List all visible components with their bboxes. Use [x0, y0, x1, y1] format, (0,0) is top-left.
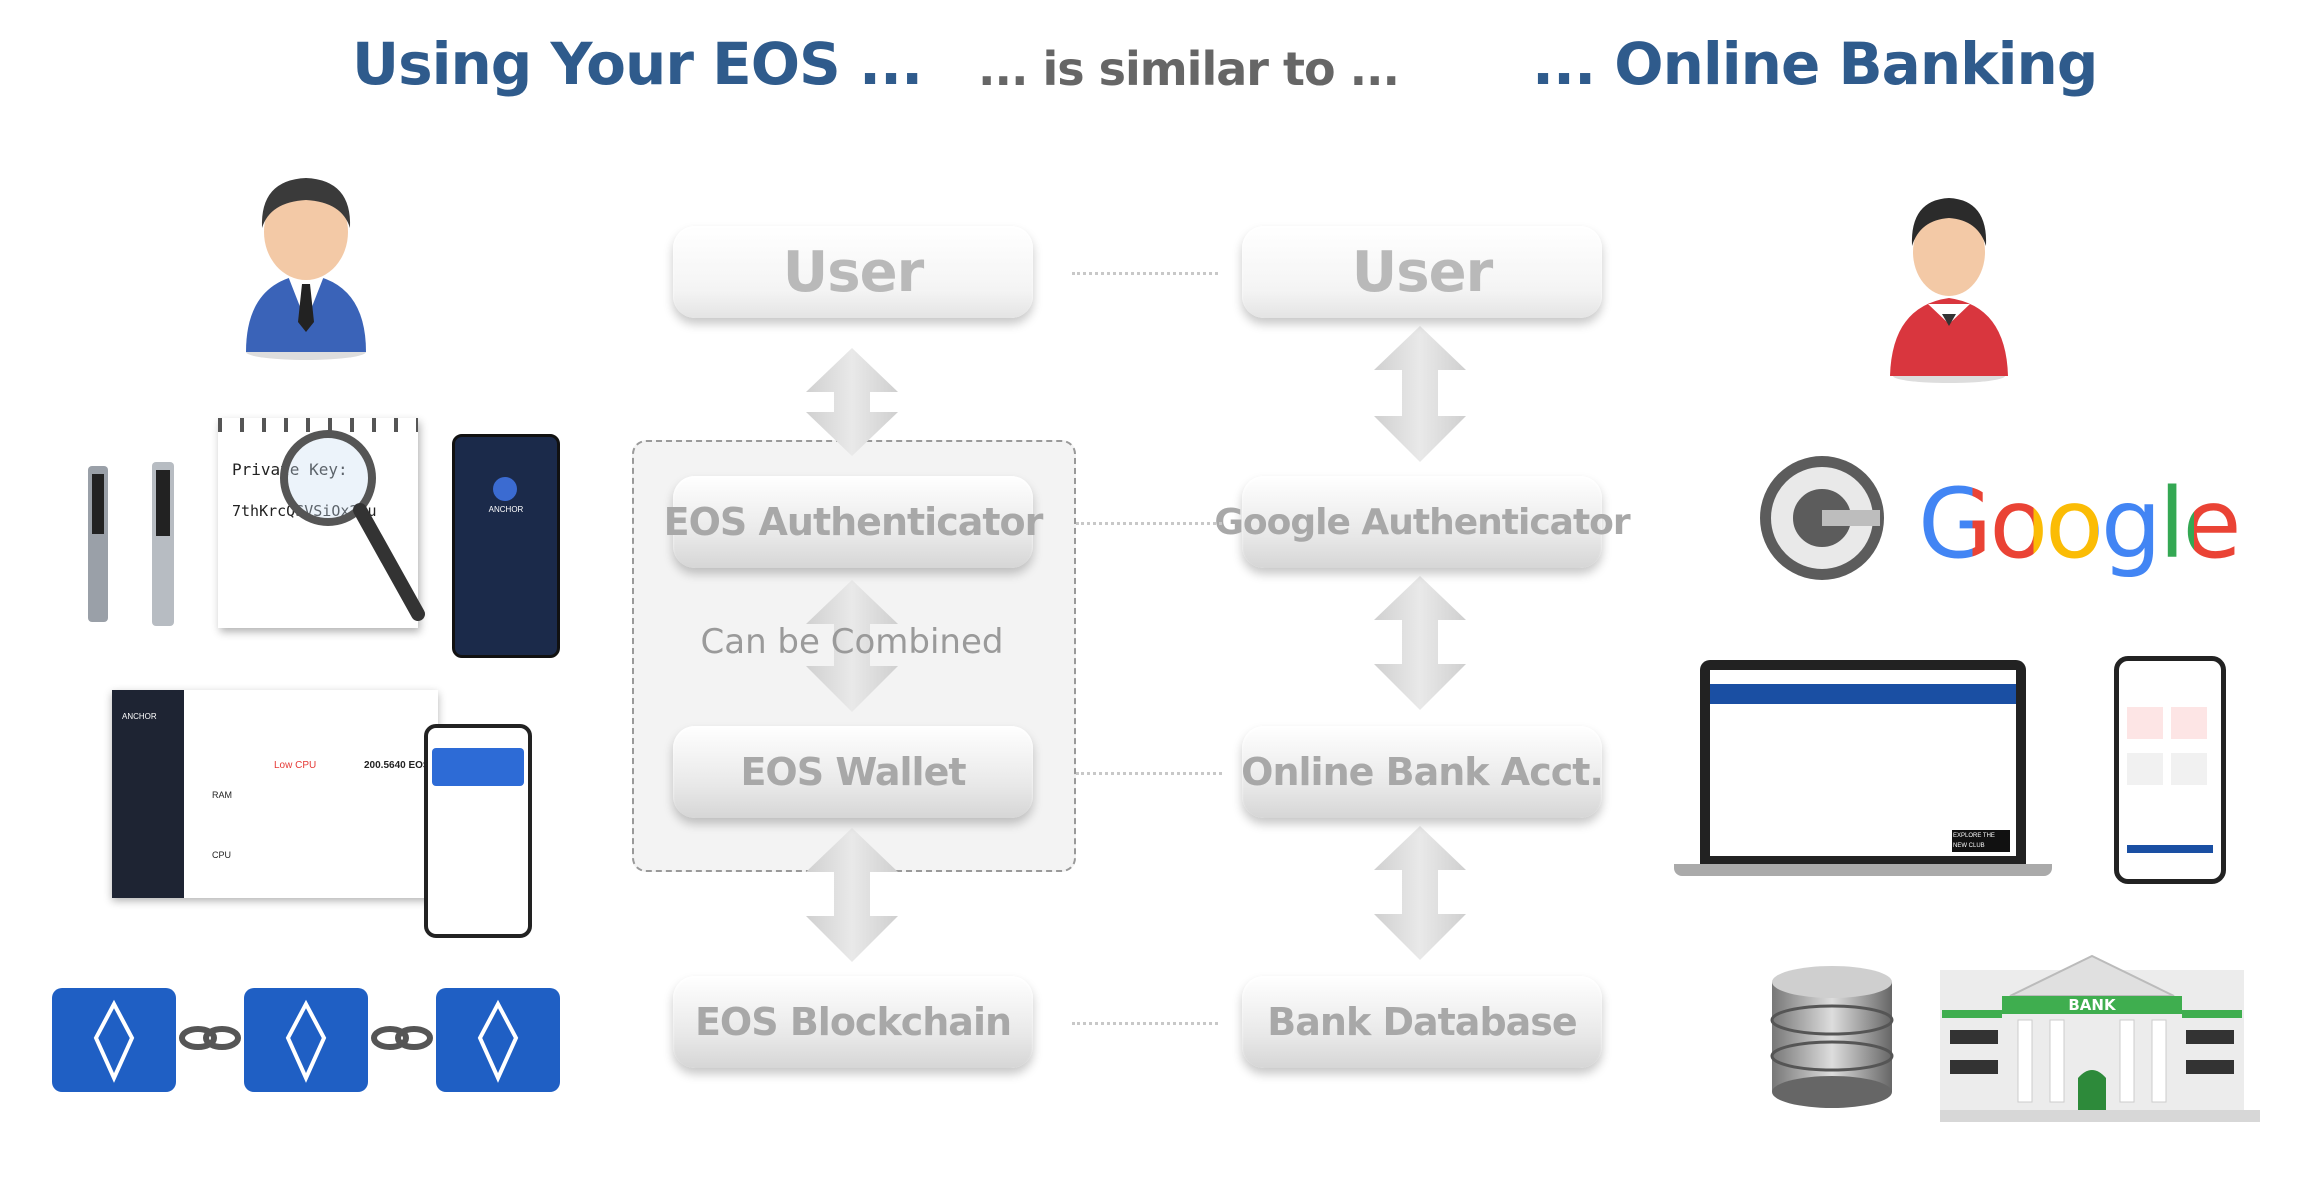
eos-cube-1	[52, 988, 176, 1092]
left-title: Using Your EOS ...	[352, 30, 923, 98]
arrow-auth-wallet-left	[806, 580, 898, 712]
anchor-phone: ANCHOR	[452, 434, 560, 658]
arrow-acct-db-right	[1374, 826, 1466, 960]
anchor-mobile-screenshot	[424, 724, 532, 938]
connector-chain	[1072, 1022, 1218, 1025]
hardware-wallet-icon	[88, 462, 174, 626]
combined-note: Can be Combined	[700, 622, 1004, 662]
male-user-icon	[246, 178, 366, 360]
right-title: ... Online Banking	[1532, 30, 2098, 98]
bank-database-box: Bank Database	[1242, 976, 1602, 1068]
banking-phone	[2114, 656, 2226, 884]
google-authenticator-box: Google Authenticator	[1214, 476, 1631, 568]
arrow-user-auth-left	[806, 348, 898, 456]
banking-nav-bar	[1710, 684, 2016, 704]
laptop-banner: EXPLORE THE NEW CLUB	[1952, 830, 2010, 852]
anchor-logo-icon	[493, 477, 517, 501]
resource-cpu: CPU	[212, 850, 232, 860]
magnifier-icon	[280, 430, 425, 621]
connector-wallet	[1076, 772, 1222, 775]
banking-site: EXPLORE THE NEW CLUB	[1710, 670, 2016, 856]
anchor-desktop-screenshot: ANCHOR Low CPU 200.5640 EOS RAM CPU	[112, 690, 438, 898]
phone-card-3	[2127, 753, 2163, 785]
phone-button	[2127, 845, 2213, 853]
eos-cube-2	[244, 988, 368, 1092]
laptop-base	[1674, 864, 2052, 876]
arrow-auth-acct-right	[1374, 576, 1466, 710]
anchor-phone-brand: ANCHOR	[488, 505, 524, 514]
online-bank-acct-box: Online Bank Acct.	[1241, 726, 1604, 818]
arrow-user-auth-right	[1374, 326, 1466, 462]
eos-blockchain-illustration	[52, 988, 560, 1092]
phone-card-2	[2171, 707, 2207, 739]
right-user-box: User	[1242, 226, 1602, 318]
eos-blockchain-box: EOS Blockchain	[673, 976, 1033, 1068]
resource-low-cpu: Low CPU	[274, 760, 317, 771]
google-authenticator-icon	[1760, 456, 1884, 580]
connector-auth	[1076, 522, 1222, 525]
eos-authenticator-box: EOS Authenticator	[664, 476, 1043, 568]
center-title: ... is similar to ...	[978, 42, 1400, 96]
database-icon	[1770, 966, 1894, 1108]
anchor-sidebar	[112, 690, 184, 898]
female-user-icon	[1890, 198, 2008, 383]
laptop-screen: EXPLORE THE NEW CLUB	[1700, 660, 2026, 864]
bank-building-icon	[1940, 954, 2260, 1122]
google-logo-text: Google	[1918, 468, 2242, 580]
google-logo: Google	[1918, 468, 2242, 580]
private-key-label: Private Key:	[232, 460, 348, 479]
anchor-desktop-brand: ANCHOR	[122, 712, 157, 721]
phone-card-1	[2127, 707, 2163, 739]
notepad-rings	[218, 418, 418, 432]
phone-card-4	[2171, 753, 2207, 785]
bank-sign: BANK	[2068, 996, 2116, 1014]
eos-wallet-box: EOS Wallet	[673, 726, 1033, 818]
resource-eos: 200.5640 EOS	[364, 760, 430, 771]
mobile-balance-card	[432, 748, 524, 786]
resource-ram: RAM	[212, 790, 232, 800]
eos-cube-3	[436, 988, 560, 1092]
connector-user	[1072, 272, 1218, 275]
arrow-wallet-chain-left	[806, 828, 898, 962]
left-user-box: User	[673, 226, 1033, 318]
